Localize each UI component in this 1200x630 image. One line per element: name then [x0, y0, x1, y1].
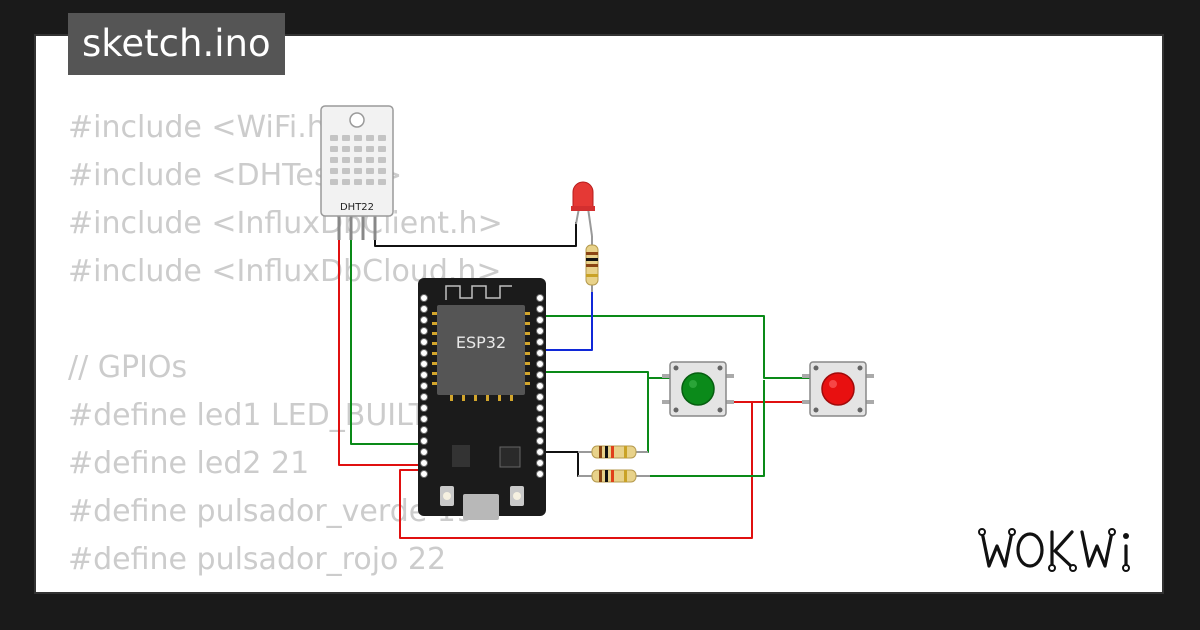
preview-card: #include <WiFi.h> #include <DHTesp.h> #i… — [34, 34, 1164, 594]
led-resistor[interactable] — [585, 236, 599, 292]
blue-wire-led — [540, 292, 593, 351]
green-wire-red-button — [540, 315, 810, 379]
code-line: // GPIOs — [68, 350, 188, 385]
red-wire-sensor-vcc — [338, 240, 420, 466]
sketch-title[interactable]: sketch.ino — [68, 13, 285, 75]
resistor-1[interactable] — [578, 445, 648, 459]
black-wire-sensor-gnd — [374, 222, 577, 247]
resistor-2[interactable] — [578, 469, 650, 483]
wokwi-logo — [978, 528, 1130, 572]
code-line: #define pulsador_verde 19 — [68, 494, 475, 529]
green-pushbutton[interactable] — [662, 361, 734, 417]
green-wire-resistor — [640, 380, 765, 477]
esp32-board[interactable]: ESP32 — [418, 278, 546, 520]
dht22-sensor[interactable]: DHT22 — [320, 105, 394, 240]
red-led[interactable] — [571, 181, 595, 237]
code-line: #define pulsador_rojo 22 — [68, 542, 447, 577]
dht22-label: DHT22 — [340, 202, 374, 213]
esp32-label: ESP32 — [456, 333, 506, 352]
regulator-chip — [452, 445, 470, 467]
green-wire-green-button — [540, 371, 649, 453]
usb-chip — [499, 446, 521, 468]
code-line: #define DEVICE "ESP32" — [68, 584, 503, 592]
code-listing: #include <WiFi.h> #include <DHTesp.h> #i… — [68, 104, 503, 592]
code-line: #include <InfluxDbCloud.h> — [68, 254, 502, 289]
black-wire-gnd — [540, 451, 590, 477]
usb-port — [463, 494, 499, 520]
code-line: #define led2 21 — [68, 446, 310, 481]
red-pushbutton[interactable] — [802, 361, 874, 417]
